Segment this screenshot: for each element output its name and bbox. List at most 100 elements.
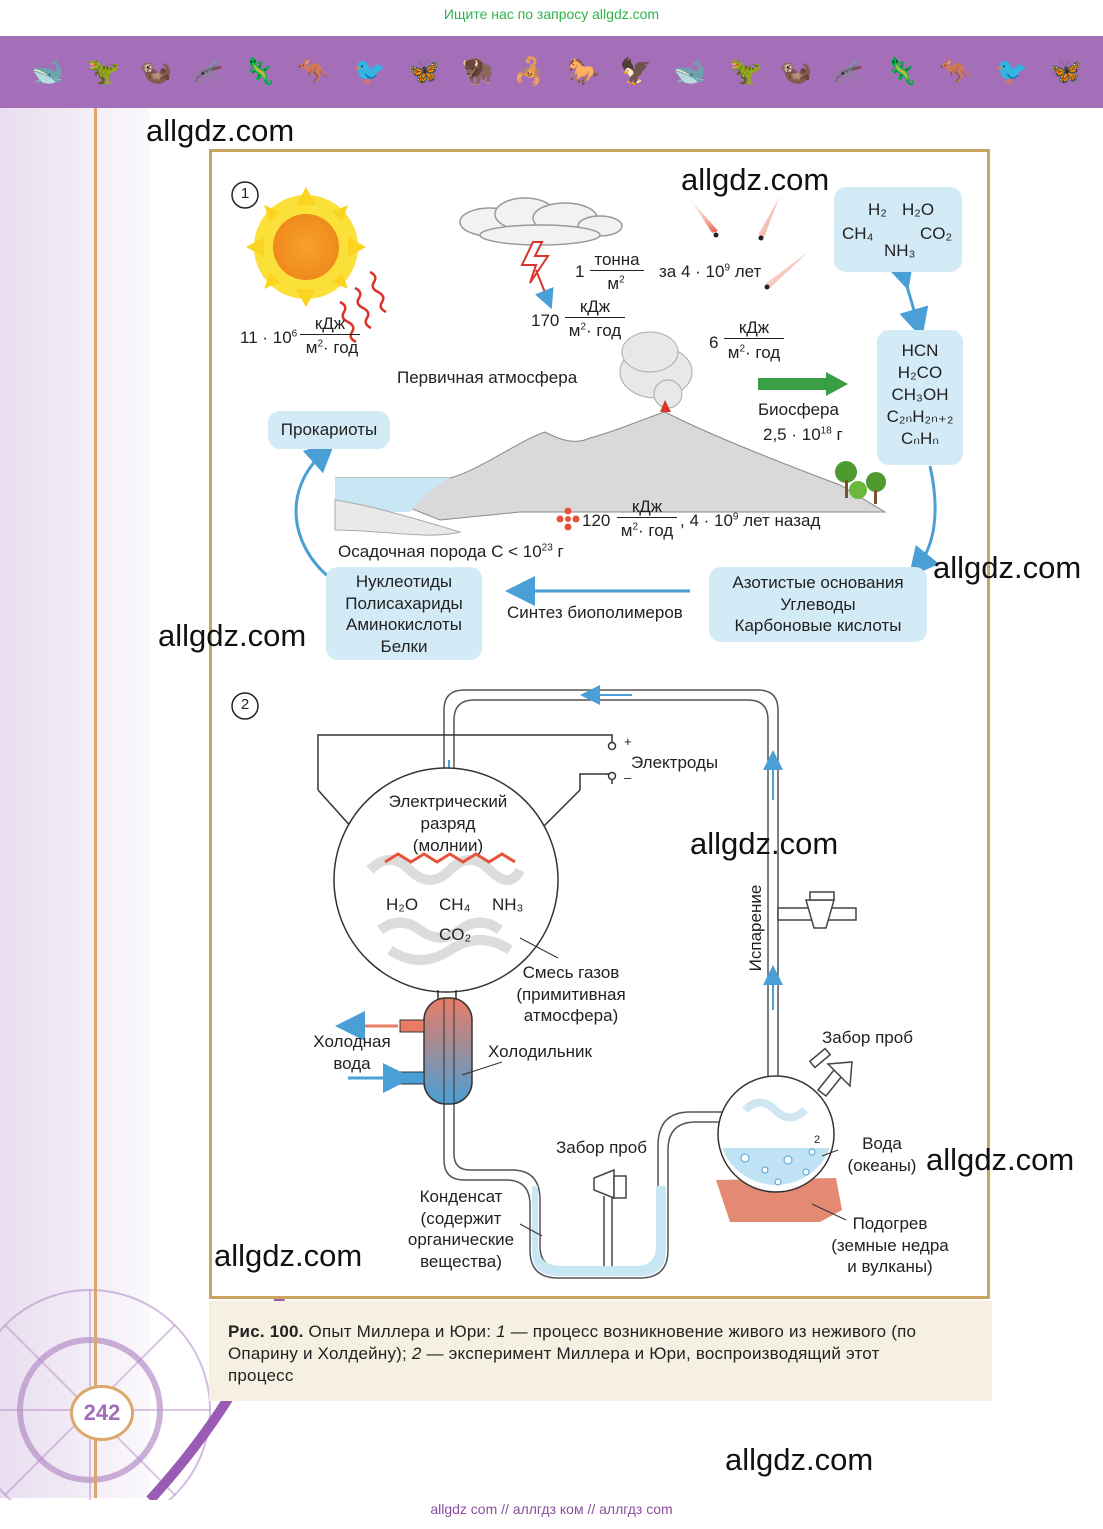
monomer-acids: Карбоновые кислоты bbox=[734, 616, 902, 635]
lizard-icon: 🦎 bbox=[243, 56, 277, 86]
scorpion-icon: 🦂 bbox=[513, 56, 547, 86]
green-arrow-head bbox=[826, 372, 848, 396]
heater-icon bbox=[716, 1178, 842, 1222]
arrow-organics-monomers bbox=[908, 465, 940, 578]
insect-icon: 🦟 bbox=[831, 56, 865, 86]
organic-h2co: H₂CO bbox=[897, 363, 943, 382]
volcano-smoke-icon bbox=[619, 331, 693, 409]
gases-box: H₂ H₂O CH₄ CO₂ NH₃ bbox=[834, 187, 962, 272]
kangaroo-icon: 🦘 bbox=[297, 56, 331, 86]
ocean-icon bbox=[335, 478, 450, 512]
gas-ch4: CH₄ bbox=[842, 224, 874, 243]
horse-icon: 🐎 bbox=[567, 56, 601, 86]
apparatus-tubes bbox=[443, 689, 779, 1279]
margin-line bbox=[94, 108, 97, 1498]
insect-icon: 🦟 bbox=[191, 56, 225, 86]
header-band: 🐋 🦖 🦦 🦟 🦎 🦘 🐦 🦋 🦬 🦂 🐎 🦅 🐋 🦖 🦦 🦟 🦎 🦘 🐦 🦋 bbox=[0, 36, 1103, 108]
sphere-gas-nh3: NH₃ bbox=[492, 895, 524, 914]
gas-h2o: H₂O bbox=[902, 200, 935, 219]
condensate-liquid bbox=[532, 1186, 666, 1276]
sampling-bottom-label: Забор проб bbox=[556, 1138, 647, 1157]
meteor-mass-num: тонна bbox=[590, 250, 644, 271]
biopolymer-polysaccharides: Полисахариды bbox=[345, 593, 463, 613]
biosphere-label: Биосфера bbox=[758, 400, 839, 419]
flask-mark: 2 bbox=[814, 1134, 821, 1146]
cooler-jacket bbox=[423, 997, 473, 1105]
lightning-icon bbox=[520, 241, 550, 284]
water-label: Вода(океаны) bbox=[847, 1134, 917, 1175]
steam-icon bbox=[742, 1098, 808, 1122]
lightning-arrow bbox=[535, 269, 554, 310]
primary-atmosphere-label: Первичная атмосфера bbox=[397, 368, 578, 387]
kangaroo-icon: 🦘 bbox=[939, 56, 973, 86]
mountains-icon bbox=[334, 411, 887, 521]
radiation-energy-num: кДж bbox=[617, 497, 677, 518]
figure-caption: Рис. 100. Опыт Миллера и Юри: 1 — процес… bbox=[228, 1322, 917, 1385]
arrow-prokaryotes bbox=[294, 441, 336, 580]
volcano-energy-den: м2· год bbox=[727, 343, 781, 362]
watermark: allgdz.com bbox=[725, 1442, 874, 1477]
watermark: allgdz.com bbox=[926, 1142, 1075, 1177]
gas-mix-pointer bbox=[519, 937, 559, 959]
organic-ch3oh: CH₃OH bbox=[891, 385, 949, 404]
arrow-gases-organics bbox=[885, 257, 929, 339]
butterfly-icon: 🦋 bbox=[407, 56, 441, 86]
organics-box: HCN H₂CO CH₃OH C₂ₙH₂ₙ₊₂ CₙHₙ bbox=[877, 330, 963, 465]
sphere-gas-ch4: CH₄ bbox=[439, 895, 471, 914]
watermark: allgdz.com bbox=[146, 113, 295, 148]
cooler-label: Холодильник bbox=[488, 1042, 592, 1061]
monomers-box: Азотистые основания Углеводы Карбоновые … bbox=[709, 567, 927, 642]
watermark: allgdz.com bbox=[690, 826, 839, 861]
diagram1-number-circle bbox=[231, 181, 259, 209]
sun-rays-icon bbox=[339, 270, 387, 344]
sun-energy-num: кДж bbox=[300, 314, 360, 335]
organic-alkane: C₂ₙH₂ₙ₊₂ bbox=[886, 407, 954, 426]
meteor-mass-den: м2 bbox=[607, 274, 625, 293]
footer-links[interactable]: allgdz com // аллгдз ком // аллгдз com bbox=[430, 1501, 673, 1517]
meteors-icon bbox=[688, 196, 808, 290]
biopolymer-nucleotides: Нуклеотиды bbox=[355, 572, 453, 591]
biopolymer-aminoacids: Аминокислоты bbox=[346, 615, 462, 634]
organic-hcn: HCN bbox=[901, 341, 939, 360]
gas-nh3: NH₃ bbox=[884, 241, 916, 260]
sun-energy-den: м2· год bbox=[305, 338, 359, 357]
lightning-energy-coef: 170 bbox=[531, 311, 560, 330]
volcano-energy-num: кДж bbox=[724, 318, 784, 339]
monomer-bases: Азотистые основания bbox=[732, 573, 904, 592]
sampling-top-label: Забор проб bbox=[822, 1028, 913, 1047]
electrodes-label: Электроды bbox=[631, 753, 719, 772]
meteor-period: за 4 · 109 лет bbox=[659, 262, 762, 281]
gas-cloud-icon bbox=[366, 855, 525, 965]
water-pointer bbox=[821, 1149, 839, 1157]
sphere-gas-co2: CO₂ bbox=[439, 925, 472, 944]
sun-energy-coef: 11 · 106 bbox=[240, 328, 298, 347]
watermark: allgdz.com bbox=[158, 618, 307, 653]
figure-frame bbox=[209, 149, 990, 1299]
condensate-pointer bbox=[519, 1223, 543, 1237]
prokaryotes-box: Прокариоты bbox=[268, 411, 390, 449]
diagram2-number-circle bbox=[231, 692, 259, 720]
cooler-outlet bbox=[399, 1019, 425, 1033]
gas-co2: CO₂ bbox=[920, 224, 953, 243]
meerkat-icon: 🦦 bbox=[139, 56, 173, 86]
search-hint: Ищите нас по запросу allgdz.com bbox=[443, 6, 660, 22]
watermark: allgdz.com bbox=[681, 162, 830, 197]
sphere-gas-h2o: H₂O bbox=[386, 895, 419, 914]
left-decoration bbox=[0, 108, 150, 1498]
electrode-plus: + bbox=[624, 734, 632, 749]
radiation-period: , 4 · 109 лет назад bbox=[680, 511, 821, 530]
dinosaur-icon: 🦖 bbox=[87, 56, 121, 86]
sampling-valve-bottom-icon bbox=[593, 1168, 627, 1266]
reaction-sphere bbox=[333, 767, 559, 993]
bison-icon: 🦬 bbox=[461, 56, 495, 86]
heat-pointer bbox=[811, 1203, 847, 1221]
miller-urey-diagram bbox=[231, 181, 940, 1279]
spark-icon bbox=[384, 852, 516, 864]
volcano-energy-coef: 6 bbox=[709, 333, 719, 352]
trees-icon bbox=[835, 461, 886, 504]
